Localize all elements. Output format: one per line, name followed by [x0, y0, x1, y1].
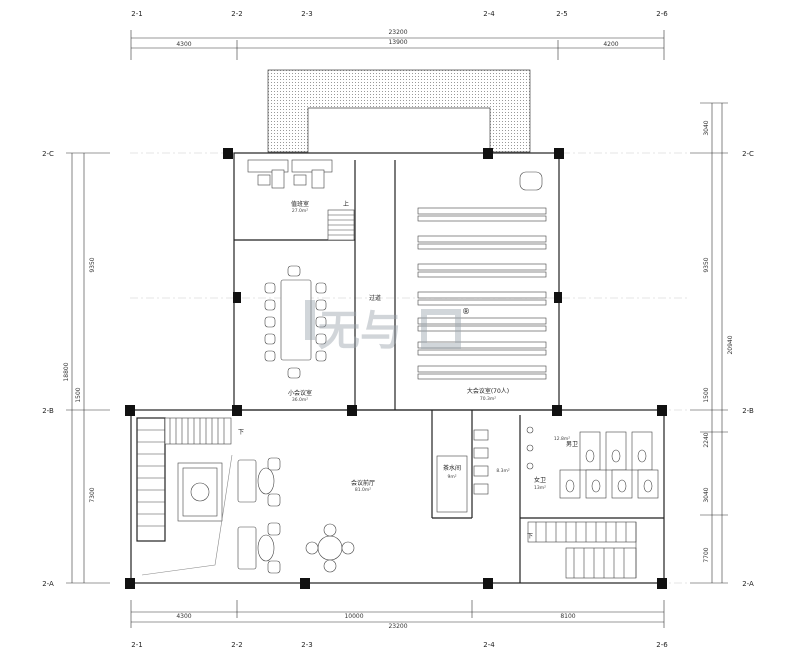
seat-row-7: [417, 365, 547, 380]
office-furniture: [247, 159, 355, 241]
room-big-meeting-area: 70.3m²: [480, 396, 496, 402]
axis-bottom-4: 2-4: [483, 641, 495, 649]
room-small-area: 8.3m²: [496, 468, 510, 474]
room-womens-name: 女卫: [534, 476, 546, 484]
watermark-registered-icon: ®: [462, 307, 470, 316]
room-big-meeting-name: 大会议室(70人): [467, 387, 509, 395]
axis-left-a: 2-A: [42, 580, 54, 588]
axis-left-c: 2-C: [42, 150, 54, 158]
bottom-dimensions: [130, 600, 665, 628]
room-office-area: 27.0m²: [292, 208, 308, 214]
axis-bottom-1: 2-1: [131, 641, 142, 649]
lower-left-stair: [137, 417, 233, 576]
dim-right-bottom: 7700: [703, 547, 710, 562]
dim-top-mid: 13900: [388, 39, 407, 46]
dim-top-right: 4200: [603, 41, 618, 48]
big-meeting-seating: [417, 171, 547, 380]
tea-room-furniture: [436, 429, 489, 513]
stair-down-left-label: 下: [238, 429, 244, 436]
toilet-fixtures: [526, 426, 659, 499]
left-axis-labels: 2-C 2-B 2-A: [42, 150, 54, 588]
stair-down-right-label: 下: [527, 533, 533, 540]
dim-left-overall: 18800: [63, 362, 70, 381]
dim-bottom-left: 4300: [176, 613, 191, 620]
axis-top-2: 2-2: [231, 10, 242, 18]
seat-row-6: [417, 341, 547, 356]
axis-right-a: 2-A: [742, 580, 754, 588]
columns: [125, 148, 667, 589]
dim-bottom-right: 8100: [560, 613, 575, 620]
dim-right-overall: 20940: [727, 335, 734, 354]
axis-top-4: 2-4: [483, 10, 495, 18]
roof-terrace: [267, 69, 531, 153]
watermark-text: 无与: [318, 306, 402, 355]
room-mens-area: 12.8m²: [554, 436, 570, 442]
seat-row-1: [417, 207, 547, 222]
axis-top-3: 2-3: [301, 10, 312, 18]
room-lobby-area: 81.0m²: [355, 487, 371, 493]
dim-right-upper: 9350: [703, 257, 710, 272]
dim-top-left: 4300: [176, 41, 191, 48]
dim-right-a: 2240: [703, 432, 710, 447]
dim-top-overall: 23200: [388, 29, 407, 36]
axis-top-6: 2-6: [656, 10, 668, 18]
walls: [130, 152, 665, 584]
top-axis-labels: 2-1 2-2 2-3 2-4 2-5 2-6: [131, 10, 668, 18]
lobby-furniture: [237, 457, 355, 574]
stair-up-label: 上: [343, 200, 349, 208]
small-meeting-furniture: [264, 265, 327, 379]
dim-left-mid: 1500: [75, 387, 82, 402]
axis-right-c: 2-C: [742, 150, 754, 158]
room-corridor-name: 过道: [369, 294, 381, 302]
room-tea-area: 9m²: [447, 474, 456, 480]
room-office-name: 值班室: [291, 200, 309, 208]
axis-bottom-2: 2-2: [231, 641, 242, 649]
axis-right-b: 2-B: [742, 407, 754, 415]
room-tea-name: 茶水间: [443, 464, 461, 472]
seat-row-5: [417, 317, 547, 332]
seat-row-3: [417, 263, 547, 278]
room-mens-name: 男卫: [566, 441, 578, 448]
dim-left-top: 9350: [89, 257, 96, 272]
dim-right-mid: 1500: [703, 387, 710, 402]
dim-bottom-overall: 23200: [388, 623, 407, 630]
dim-right-b: 3040: [703, 487, 710, 502]
axis-top-1: 2-1: [131, 10, 142, 18]
seat-row-2: [417, 235, 547, 250]
dim-right-top: 3040: [703, 120, 710, 135]
room-womens-area: 13m²: [534, 485, 546, 491]
dim-bottom-mid: 10000: [344, 613, 363, 620]
room-lobby-name: 会议前厅: [351, 479, 375, 487]
room-small-meeting-name: 小会议室: [288, 389, 312, 397]
top-dimensions: [130, 30, 665, 60]
axis-bottom-3: 2-3: [301, 641, 312, 649]
bottom-axis-labels: 2-1 2-2 2-3 2-4 2-6: [131, 641, 668, 649]
axis-bottom-6: 2-6: [656, 641, 668, 649]
right-dimensions: [690, 102, 728, 584]
right-axis-labels: 2-C 2-B 2-A: [742, 150, 754, 588]
dim-left-bottom: 7300: [89, 487, 96, 502]
seat-row-4: [417, 291, 547, 306]
axis-top-5: 2-5: [556, 10, 567, 18]
left-dimensions: [66, 152, 110, 584]
lower-right-stair: [527, 521, 637, 579]
room-small-meeting-area: 36.0m²: [292, 397, 308, 403]
watermark: 无与 ®: [305, 300, 470, 355]
axis-left-b: 2-B: [42, 407, 54, 415]
